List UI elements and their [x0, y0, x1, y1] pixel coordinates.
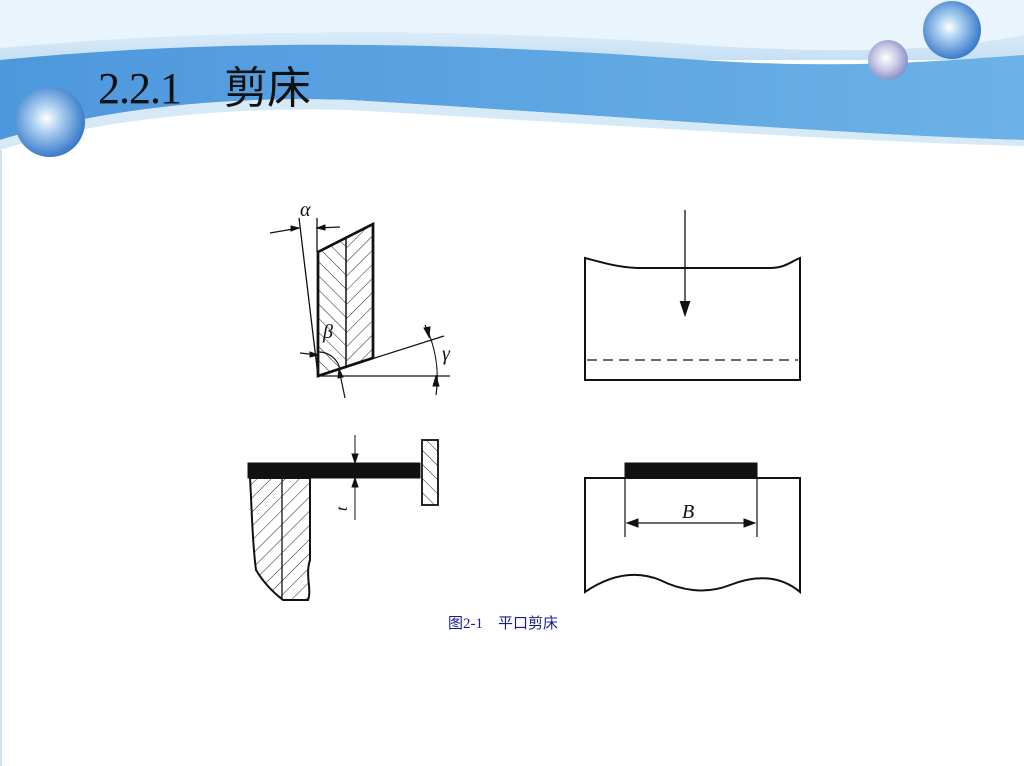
sheet-width-view: B [584, 462, 801, 595]
beta-label: β [322, 321, 333, 343]
width-label: B [682, 501, 694, 523]
slide-title: 2.2.1 剪床 [98, 64, 311, 113]
decor-sphere [15, 87, 85, 157]
decor-sphere [923, 1, 981, 59]
sheet-section-view: t [247, 435, 439, 601]
shear-diagram: α β γ t [247, 199, 801, 601]
gamma-label: γ [442, 343, 451, 365]
decor-sphere [868, 40, 908, 80]
blade-angle-view: α β γ [269, 199, 451, 399]
blade-front-view [584, 210, 801, 381]
figure-caption: 图2-1 平口剪床 [448, 616, 558, 632]
thickness-label: t [334, 506, 351, 511]
alpha-label: α [300, 199, 311, 221]
